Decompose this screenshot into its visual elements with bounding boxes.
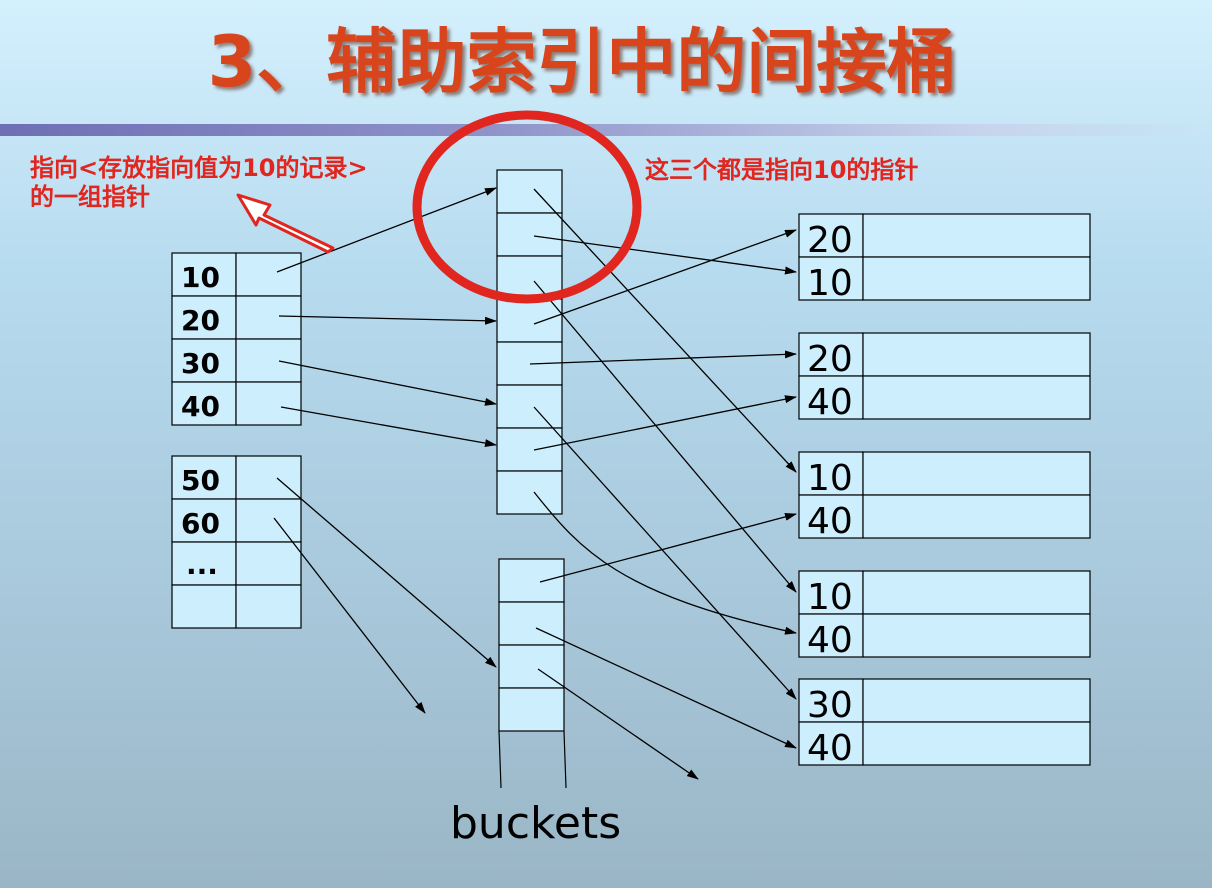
index-key-40: 40: [181, 390, 220, 423]
buckets-label: buckets: [450, 798, 622, 849]
record-value: 40: [807, 728, 853, 769]
index-block-2: [171, 455, 302, 629]
record-value: 30: [807, 685, 853, 726]
annotation-right: 这三个都是指向10的指针: [645, 156, 919, 184]
index-block-1: [171, 252, 302, 426]
record-value: 10: [807, 263, 853, 304]
index-key-50: 50: [181, 464, 220, 497]
index-key-20: 20: [181, 304, 220, 337]
record-blocks: [798, 213, 1091, 766]
record-value: 20: [807, 339, 853, 380]
index-key-60: 60: [181, 507, 220, 540]
title-underline-bar: [0, 124, 1212, 136]
slide-title: 3、辅助索引中的间接桶: [207, 21, 957, 103]
index-key-ellipsis: ...: [186, 548, 218, 581]
bucket-block-1: [496, 169, 563, 515]
record-value: 20: [807, 220, 853, 261]
bucket-continuation-lines: [498, 730, 567, 789]
annotation-left-line1: 指向<存放指向值为10的记录>: [30, 154, 368, 182]
bucket-to-record-arrows: [529, 188, 797, 780]
record-value: 10: [807, 577, 853, 618]
annotation-left: 指向<存放指向值为10的记录> 的一组指针: [30, 154, 368, 212]
highlight-circle: [412, 110, 642, 304]
annotation-left-line2: 的一组指针: [30, 183, 150, 211]
record-value: 40: [807, 382, 853, 423]
callout-arrow-icon: [236, 193, 335, 254]
record-value: 40: [807, 501, 853, 542]
record-value: 40: [807, 620, 853, 661]
bucket-block-2: [498, 558, 565, 732]
index-to-bucket-arrows: [273, 187, 497, 714]
index-key-10: 10: [181, 261, 220, 294]
record-value: 10: [807, 458, 853, 499]
index-key-30: 30: [181, 347, 220, 380]
